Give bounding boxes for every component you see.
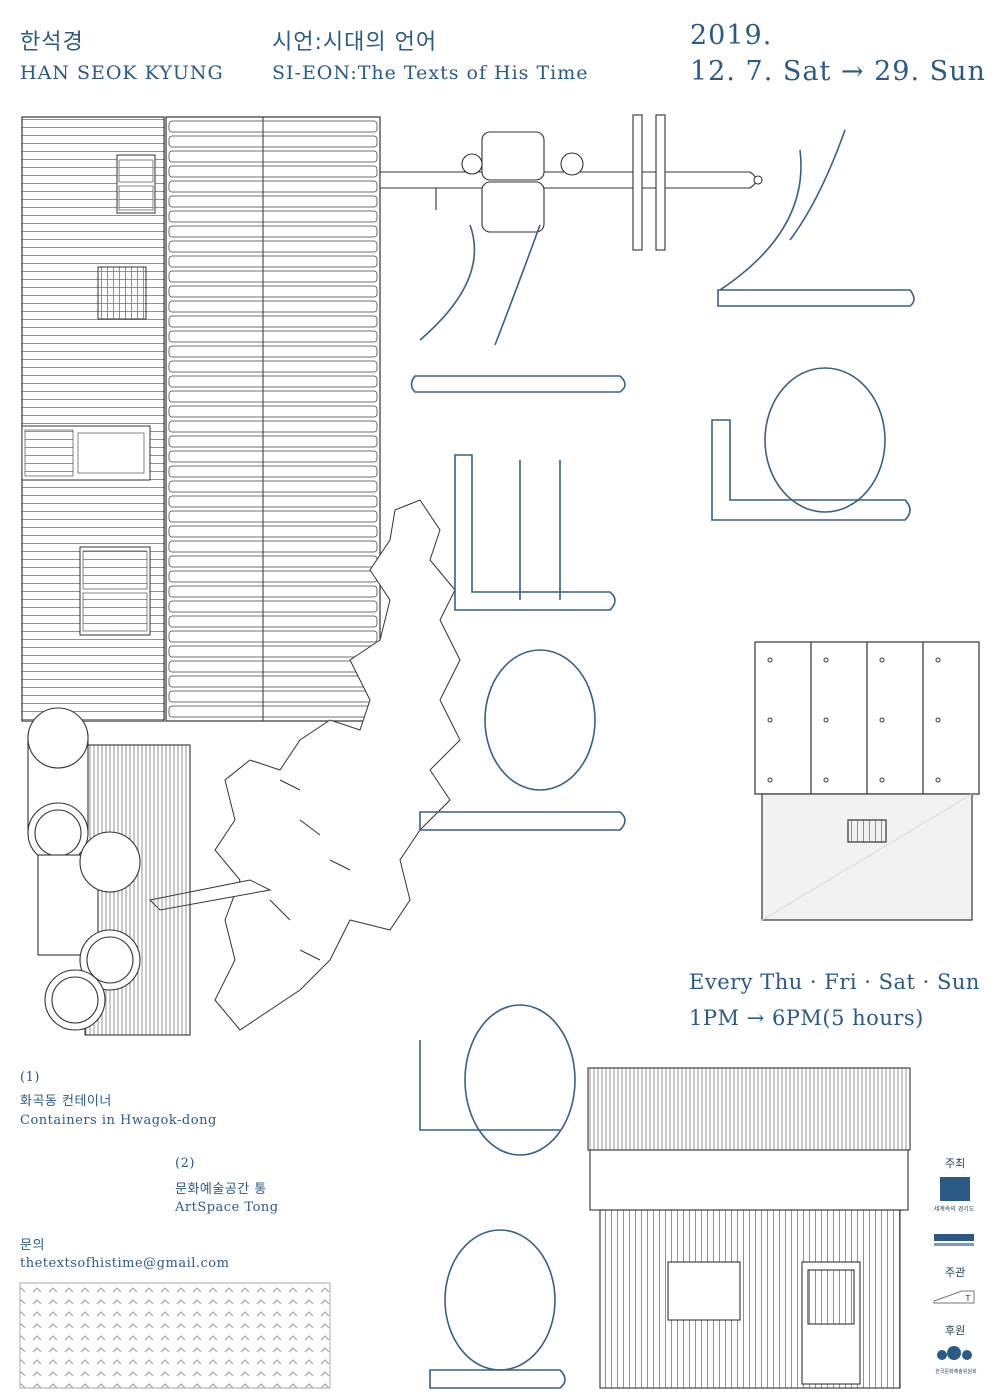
roof-slat [168,510,378,523]
roof-slat [168,585,378,598]
gyeonggi-province-logo: 세계속의 경기도 [932,1175,977,1215]
sponsor-label: 후원 [945,1324,966,1337]
small-house-drawing [754,641,980,921]
roof-nail-dot [879,657,885,663]
venue-1-name-korean: 화곡동 컨테이너 [20,1094,112,1109]
roof-slat [168,615,378,628]
artist-name-english: HAN SEOK KYUNG [20,62,224,84]
host-label: 주최 [945,1157,966,1170]
roof-nail-dot [935,777,941,783]
roof-slat [168,135,378,148]
roof-nail-dot [935,657,941,663]
roof-nail-dot [823,717,829,723]
utility-pole-drawing [379,114,763,251]
roof-slat [168,360,378,373]
roof-slat [168,495,378,508]
containers-pipes-drawing [27,707,191,1036]
opening-hours: 1PM → 6PM(5 hours) [689,1006,924,1030]
artspace-tong-logo-text: T [965,1294,971,1303]
roof-slat [168,240,378,253]
arts-council-korea-logo: 한국문화예술위원회 [932,1345,980,1385]
venue-1-number: (1) [20,1070,40,1085]
roof-slat [168,375,378,388]
roof-slat [168,450,378,463]
gyeonggi-culture-foundation-logo [932,1230,977,1250]
roof-nail-dot [767,657,773,663]
roof-slat [168,420,378,433]
roof-nail-dot [879,777,885,783]
roof-slat [168,540,378,553]
exhibition-title-english: SI-EON:The Texts of His Time [272,62,589,84]
roof-slat [168,270,378,283]
roof-nail-dot [935,717,941,723]
roof-nail-dot [767,717,773,723]
roof-slat [168,435,378,448]
roof-nail-dot [767,777,773,783]
roof-slat [168,180,378,193]
roof-slat [168,300,378,313]
house-facade-drawing [21,116,165,722]
artspace-tong-logo: T [932,1287,977,1307]
exhibition-title-korean: 시언:시대의 언어 [272,30,438,55]
roof-slat [168,465,378,478]
artist-name-korean: 한석경 [20,30,84,55]
roof-slat [168,630,378,643]
roof-slat [168,600,378,613]
roof-slat [168,330,378,343]
pattern-panel [19,1282,331,1389]
exhibition-dates: 12. 7. Sat → 29. Sun [690,56,986,87]
roof-slat [168,225,378,238]
roof-slat [168,150,378,163]
opening-days: Every Thu · Fri · Sat · Sun [689,970,980,994]
roof-slat [168,390,378,403]
roof-slat [168,255,378,268]
roof-slat [168,315,378,328]
roof-slat [168,345,378,358]
contact-email-link[interactable]: thetextsofhistime@gmail.com [20,1256,230,1271]
artspace-tong-building-drawing [587,1067,911,1389]
roof-slat [168,525,378,538]
roof-nail-dot [879,717,885,723]
roof-slat [168,120,378,133]
organizer-label: 주관 [945,1266,966,1279]
exhibition-year: 2019. [690,20,773,51]
venue-2-name-english: ArtSpace Tong [175,1200,279,1215]
venue-2-name-korean: 문화예술공간 통 [175,1182,267,1197]
roof-nail-dot [823,657,829,663]
roof-slat [168,285,378,298]
venue-2-number: (2) [175,1156,195,1171]
contact-label: 문의 [20,1238,45,1253]
venue-1-name-english: Containers in Hwagok-dong [20,1113,217,1128]
decorative-hangul-lettering [410,129,915,1389]
roof-slat [168,195,378,208]
gyeonggi-logo-text: 세계속의 경기도 [934,1205,975,1213]
roof-slat [168,480,378,493]
arts-council-logo-text: 한국문화예술위원회 [935,1368,976,1375]
roof-slat [168,165,378,178]
roof-slat [168,405,378,418]
roof-slat [168,210,378,223]
roof-slats-drawing [165,116,381,722]
roof-nail-dot [823,777,829,783]
